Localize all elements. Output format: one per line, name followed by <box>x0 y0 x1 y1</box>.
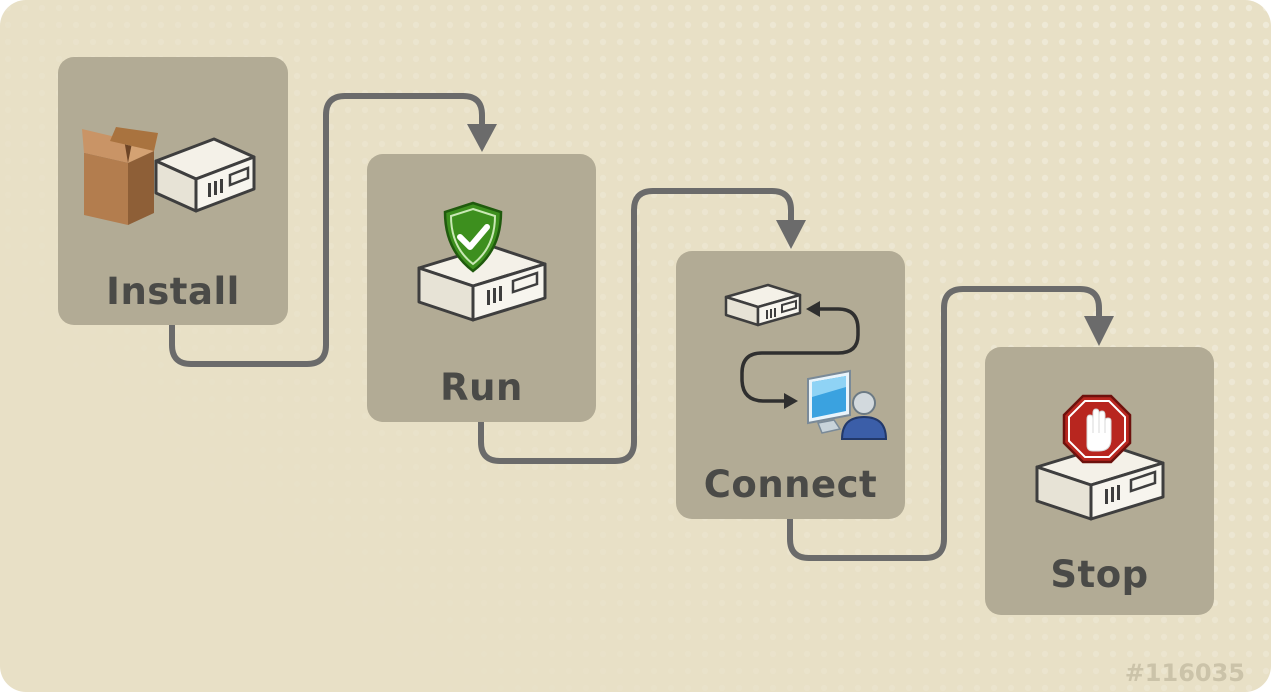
diagram-id-label: #116035 <box>1124 659 1245 687</box>
server-icon <box>154 137 256 213</box>
connector-connect-to-stop <box>787 286 1102 561</box>
step-run: Run <box>367 154 596 422</box>
green-shield-check-icon <box>443 201 503 273</box>
step-label-connect: Connect <box>703 463 878 506</box>
connector-run-to-connect <box>478 188 794 464</box>
server-icon <box>1035 443 1165 521</box>
red-stop-hand-icon <box>1062 394 1132 464</box>
server-icon <box>724 283 802 327</box>
connector-install-to-run <box>169 93 485 367</box>
computer-user-icon <box>807 369 888 440</box>
arrowhead-into-connect <box>776 220 806 249</box>
step-connect: Connect <box>676 251 905 519</box>
arrowhead-into-stop <box>1084 316 1114 346</box>
step-label-install: Install <box>106 270 240 313</box>
bidirectional-arrows-icon <box>740 301 860 409</box>
server-icon <box>417 244 547 322</box>
arrowhead-into-run <box>467 124 497 152</box>
cardboard-box-icon <box>82 127 158 225</box>
step-label-stop: Stop <box>1050 553 1149 596</box>
step-label-run: Run <box>440 366 523 409</box>
step-stop: Stop <box>985 347 1214 615</box>
step-install: Install <box>58 57 288 325</box>
